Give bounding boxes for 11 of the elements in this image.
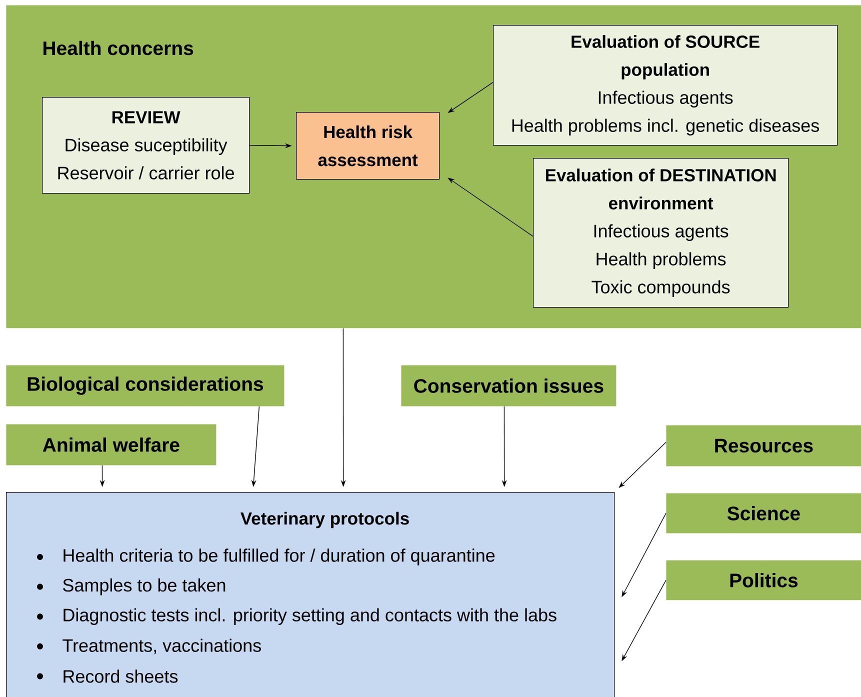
review-box: REVIEW Disease suceptibility Reservoir / carrier role (42, 97, 250, 194)
protocol-box: Veterinary protocols Health criteria to be fulfilled for / duration of quarantine Samples to be taken Diagnostic tests incl. priority setting and contacts with the labs Treatments, vaccinations Record sheets (6, 492, 615, 697)
factor-box: Science (666, 493, 861, 534)
assessment-box: Health risk assessment (296, 112, 440, 180)
factor-box: Biological considerations (6, 365, 284, 406)
factor-box: Resources (666, 425, 861, 466)
evaluation-box: Evaluation of SOURCE population Infectious agents Health problems incl. genetic diseases (493, 25, 838, 146)
factor-box: Animal welfare (6, 424, 216, 466)
factor-box: Politics (666, 560, 861, 600)
evaluation-box: Evaluation of DESTINATION environment Infectious agents Health problems Toxic compounds (533, 158, 789, 308)
factor-box: Conservation issues (401, 365, 616, 406)
